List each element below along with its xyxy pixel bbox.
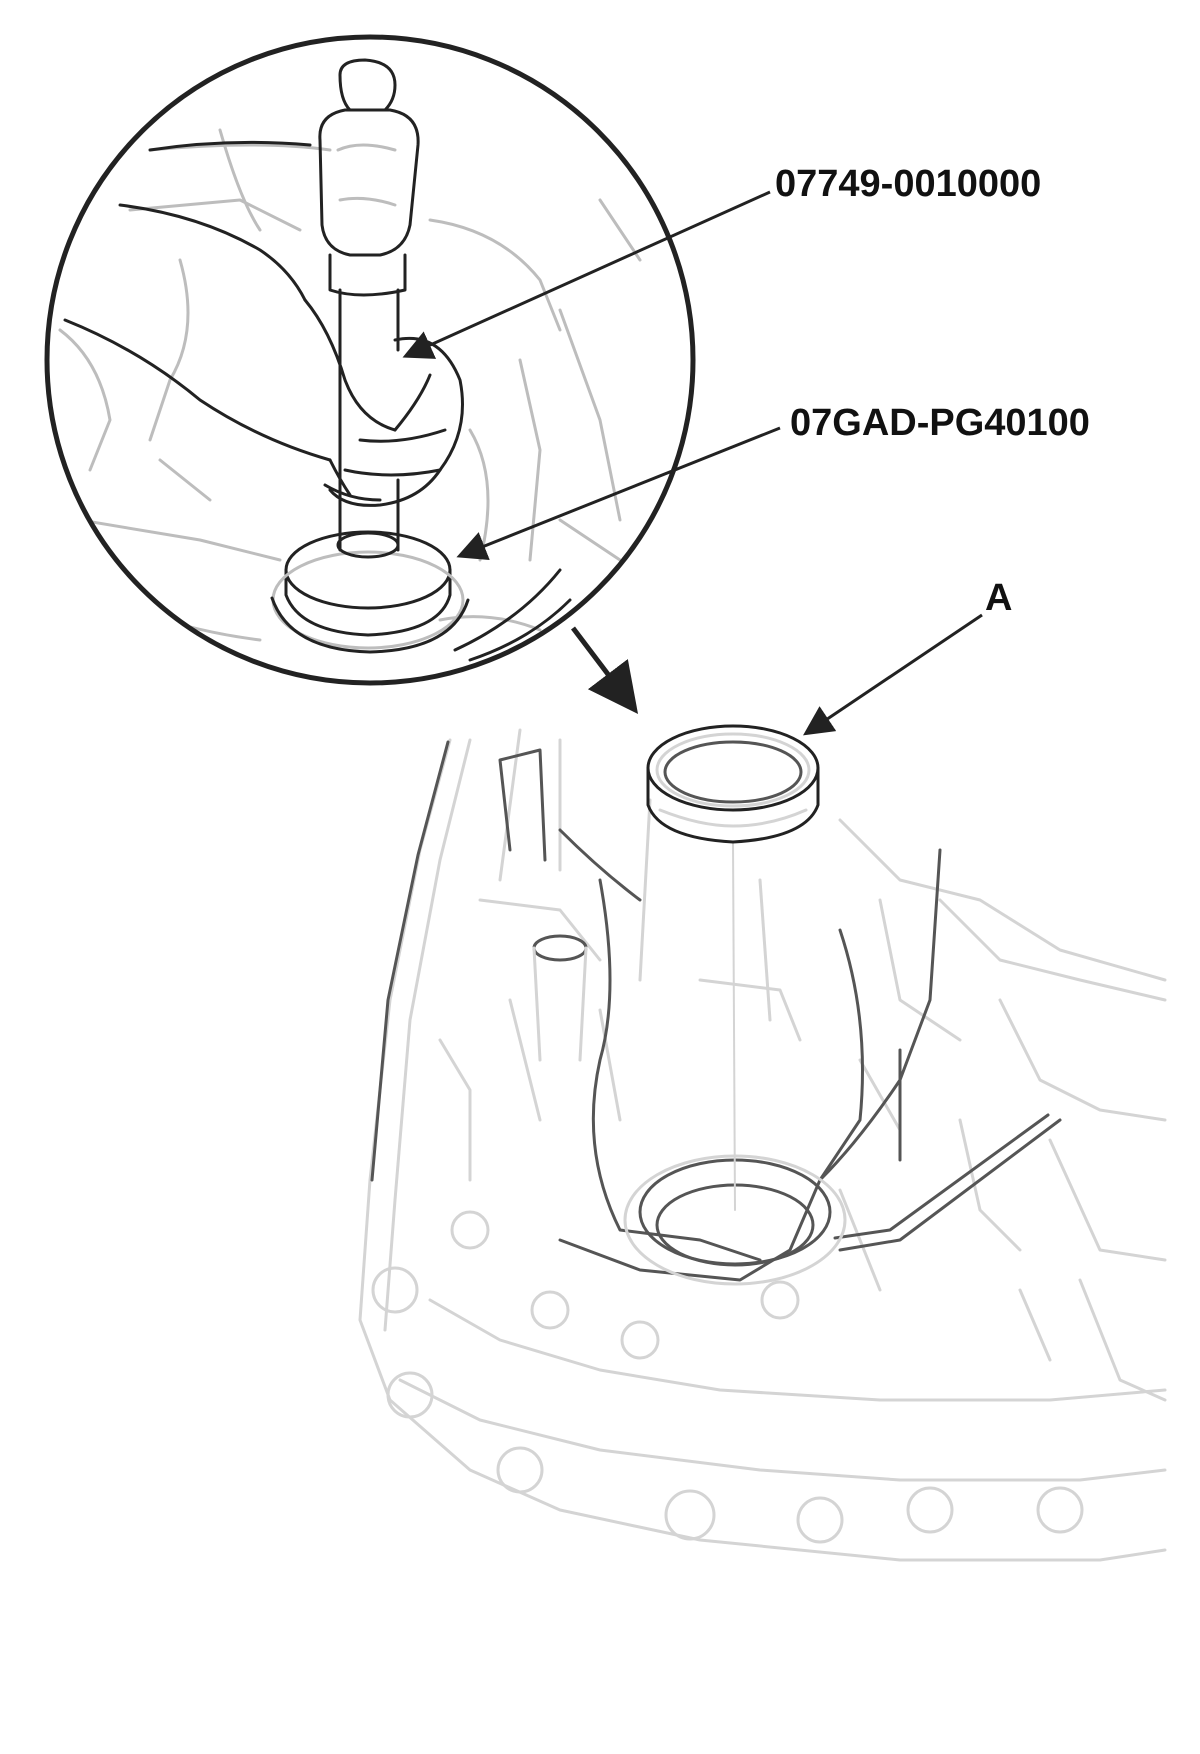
housing-post [532, 934, 588, 1062]
attachment-tool [270, 530, 572, 662]
detail-inset [44, 34, 696, 686]
callout-labels: 07749-0010000 07GAD-PG40100 A [775, 163, 1090, 619]
inset-housing-lines [58, 128, 642, 642]
oil-seal-part-a [646, 724, 820, 1211]
label-driver-handle: 07749-0010000 [775, 163, 1041, 205]
installation-arrow [571, 626, 639, 714]
callout-leaders [402, 190, 983, 736]
hand-and-arm [63, 140, 464, 507]
leader-part-a [803, 613, 983, 736]
leader-driver-handle [402, 190, 771, 359]
transmission-housing [358, 728, 1167, 1562]
driver-handle-tool [318, 58, 420, 552]
inset-circle-border [44, 34, 696, 686]
leader-attachment [456, 426, 781, 561]
label-attachment: 07GAD-PG40100 [790, 402, 1090, 444]
label-part-a: A [985, 577, 1012, 619]
